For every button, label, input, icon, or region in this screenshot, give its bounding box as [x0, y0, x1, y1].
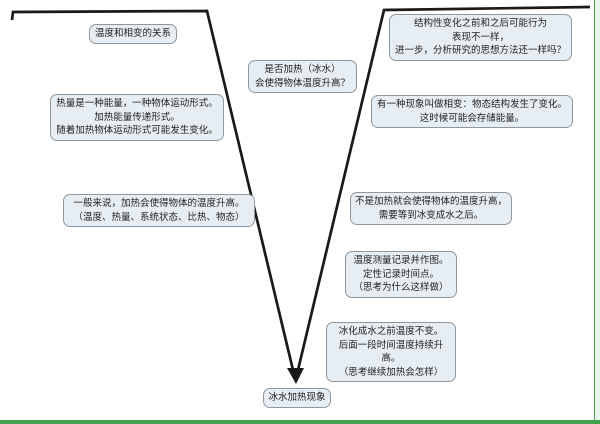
page-edge-right	[594, 0, 600, 424]
vee-right-arm	[296, 5, 591, 371]
node-left-principle[interactable]: 一般来说，加热会使得物体的温度升高。 （温度、热量、系统状态、比热、物态）	[63, 194, 255, 227]
node-event[interactable]: 冰水加热现象	[263, 388, 331, 408]
page-edge-bottom	[0, 420, 600, 424]
node-right-knowledge-claim[interactable]: 有一种现象叫做相变：物态结构发生了变化。 这时候可能会存储能量。	[371, 95, 573, 128]
node-focus-question[interactable]: 是否加热（冰水） 会使得物体温度升高？	[248, 60, 357, 93]
node-right-reflection[interactable]: 结构性变化之前和之后可能行为 表现不一样， 进一步，分析研究的思想方法还一样吗？	[389, 14, 572, 61]
vee-arrow-icon	[287, 368, 304, 384]
vee-left-arm	[10, 9, 295, 371]
node-right-method[interactable]: 温度测量记录并作图。 定性记录时间点。 （思考为什么这样做）	[345, 251, 457, 298]
node-right-record[interactable]: 冰化成水之前温度不变。 后面一段时间温度持续升高。 （思考继续加热会怎样）	[326, 322, 456, 382]
node-right-conclusion[interactable]: 不是加热就会使得物体的温度升高， 需要等到冰变成水之后。	[350, 192, 512, 225]
node-left-concept[interactable]: 热量是一种能量，一种物体运动形式。 加热能量传递形式。 随着加热物体运动形式可能…	[50, 94, 224, 141]
node-concept-title[interactable]: 温度和相变的关系	[89, 24, 177, 44]
